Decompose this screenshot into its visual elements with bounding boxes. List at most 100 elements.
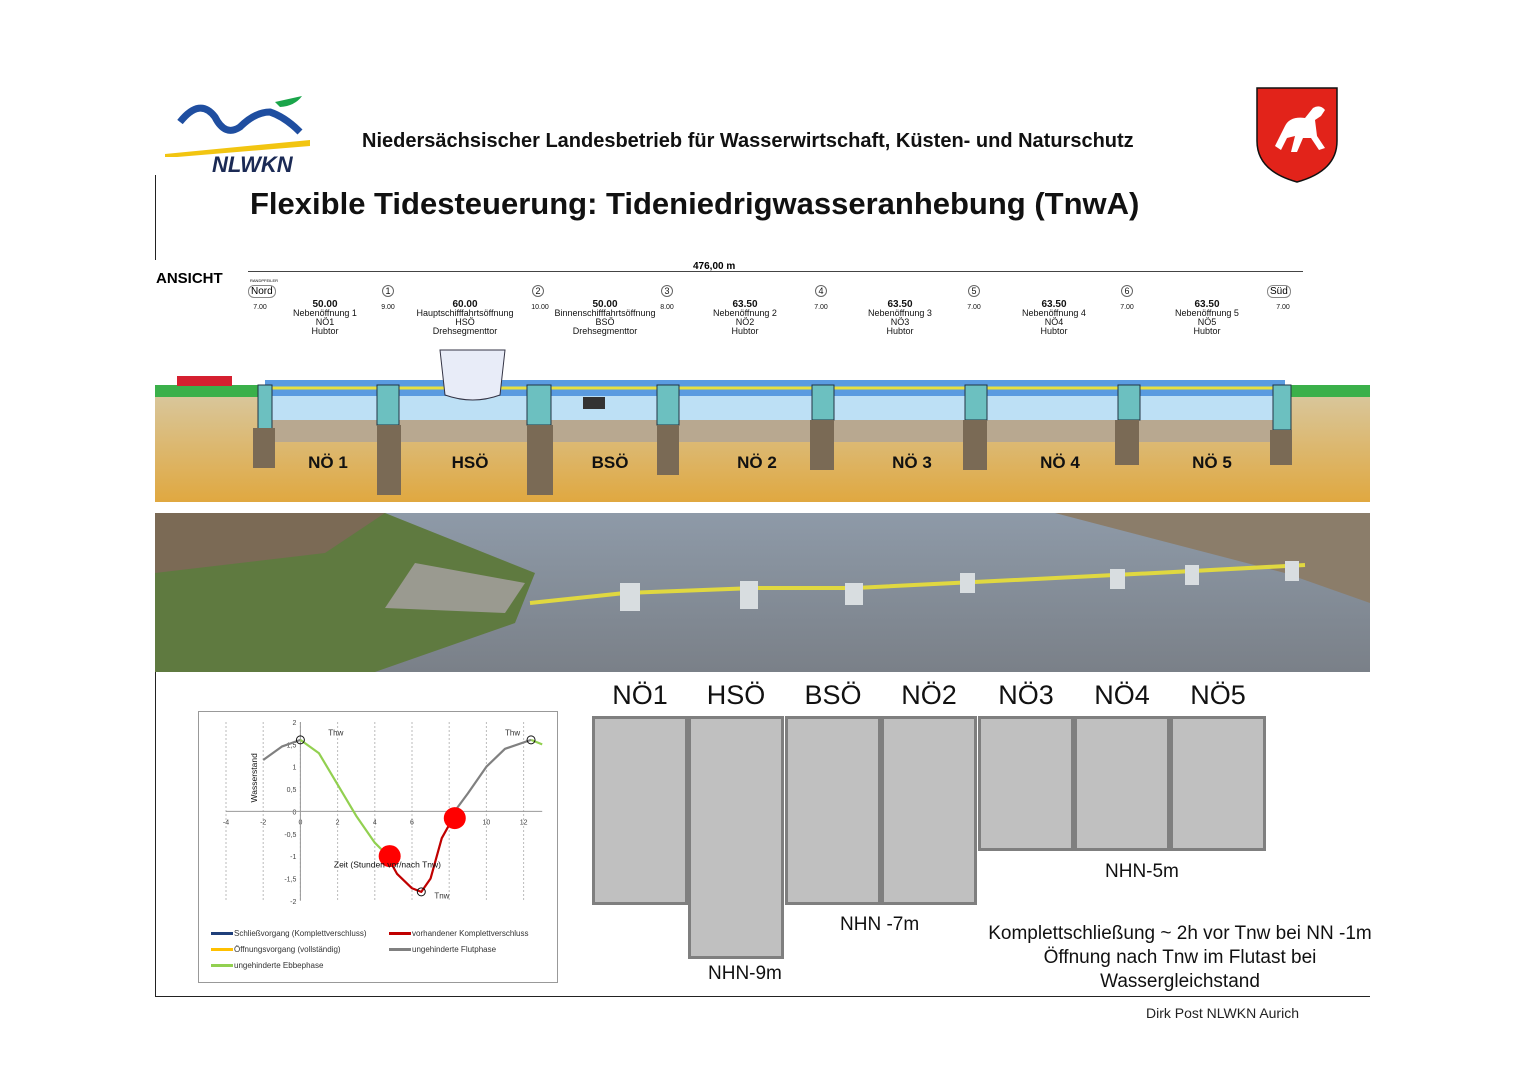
- y-tick-label: 0: [292, 809, 296, 816]
- gate-type: Hubtor: [1193, 326, 1221, 336]
- gate-event-marker: [443, 807, 466, 830]
- gate-type: Drehsegmenttor: [432, 326, 498, 336]
- opening-code: NÖ1: [315, 317, 335, 327]
- gate-depth-label: NÖ5: [1190, 680, 1246, 710]
- pier-number: 2: [532, 285, 544, 297]
- legend-swatch: [389, 932, 411, 936]
- pier-width: 7.00: [253, 304, 267, 311]
- x-tick-label: 4: [373, 819, 377, 826]
- x-tick-label: -4: [223, 819, 229, 826]
- y-tick-label: -0,5: [284, 832, 296, 839]
- gate-depth-label: NÖ4: [1094, 680, 1150, 710]
- legend-item: Schließvorgang (Komplettverschluss): [211, 929, 367, 938]
- opening-code: NÖ4: [1044, 317, 1064, 327]
- gate-depth-label: NÖ1: [612, 680, 668, 710]
- pier-width: 7.00: [967, 304, 981, 311]
- nlwkn-logo: [165, 96, 310, 157]
- chart-annotation: Thw: [505, 728, 520, 737]
- opening-width: 50.00: [592, 299, 618, 310]
- opening-code: HSÖ: [455, 317, 475, 327]
- extremum-marker: [526, 735, 536, 745]
- y-tick-label: 0,5: [287, 787, 297, 794]
- gate-event-marker: [378, 845, 401, 868]
- opening-code: BSÖ: [595, 317, 615, 327]
- y-tick-label: 2: [292, 720, 296, 727]
- pier-number: 5: [968, 285, 980, 297]
- opening-width: 63.50: [1194, 299, 1220, 310]
- opening-name: Binnenschifffahrtsöffnung: [554, 308, 656, 318]
- gate-label: NÖ 5: [1192, 453, 1232, 472]
- depth-bar: [1074, 716, 1170, 851]
- divider: [155, 175, 156, 260]
- gate-depth-label: BSÖ: [804, 680, 862, 710]
- y-tick-label: -1: [290, 854, 296, 861]
- north-label: Nord: [248, 285, 276, 298]
- gate-depth-label: NÖ2: [901, 680, 957, 710]
- south-label: Süd: [1267, 285, 1291, 298]
- tide-chart: -4-20246101221,510,50-0,5-1-1,5-2ThwThwT…: [198, 711, 558, 983]
- opening-name: Nebenöffnung 2: [713, 308, 777, 318]
- gate-type: Hubtor: [311, 326, 339, 336]
- pier-width: 7.00: [814, 304, 828, 311]
- view-label: ANSICHT: [156, 270, 223, 287]
- opening-code: NÖ3: [890, 317, 910, 327]
- gate-type: Drehsegmenttor: [572, 326, 638, 336]
- tide-chart-plot: -4-20246101221,510,50-0,5-1-1,5-2ThwThwT…: [223, 720, 543, 906]
- opening-width: 63.50: [887, 299, 913, 310]
- lower-saxony-coat-of-arms: [1256, 87, 1338, 183]
- chart-annotation: Thw: [328, 728, 343, 737]
- gate-label: NÖ 1: [308, 453, 348, 472]
- legend-swatch: [389, 948, 411, 952]
- depth-label-9: NHN-9m: [708, 963, 782, 984]
- legend-item: ungehinderte Flutphase: [389, 945, 496, 954]
- pier-number: 1: [382, 285, 394, 297]
- footer-divider: [155, 996, 1370, 997]
- pier-width: 9.00: [381, 304, 395, 311]
- depth-bar: [1170, 716, 1266, 851]
- gate-depth-label: HSÖ: [706, 680, 766, 710]
- x-axis-label: Zeit (Stunden vor/nach Tnw): [334, 859, 441, 869]
- extremum-marker: [416, 887, 426, 897]
- aerial-photo: [155, 513, 1370, 672]
- x-tick-label: -2: [260, 819, 266, 826]
- opening-name: Hauptschifffahrtsöffnung: [416, 308, 514, 318]
- gate-label: NÖ 2: [737, 453, 777, 472]
- gate-label: NÖ 4: [1040, 453, 1080, 472]
- pier-width: 7.00: [1276, 304, 1290, 311]
- y-tick-label: -1,5: [284, 876, 296, 883]
- x-tick-label: 12: [520, 819, 528, 826]
- y-tick-label: -2: [290, 899, 296, 906]
- author: Dirk Post NLWKN Aurich: [1146, 1005, 1299, 1021]
- depth-label-5: NHN-5m: [1105, 861, 1179, 882]
- gate-depth-label: NÖ3: [998, 680, 1054, 710]
- legend-swatch: [211, 932, 233, 936]
- opening-width: 60.00: [452, 299, 478, 310]
- x-tick-label: 2: [336, 819, 340, 826]
- dimension-line: [248, 271, 1303, 272]
- divider: [155, 672, 156, 997]
- pier-number: 6: [1121, 285, 1133, 297]
- gate-label: BSÖ: [591, 453, 629, 472]
- organization-name: Niedersächsischer Landesbetrieb für Wass…: [362, 130, 1134, 152]
- opening-name: Nebenöffnung 1: [293, 308, 357, 318]
- depth-bar: [978, 716, 1074, 851]
- note-line: Öffnung nach Tnw im Flutast bei: [1043, 947, 1317, 968]
- pier-width: 10.00: [531, 304, 549, 311]
- closure-note: Komplettschließung ~ 2h vor Tnw bei NN -…: [975, 922, 1385, 994]
- opening-name: Nebenöffnung 3: [868, 308, 932, 318]
- pier-width: 7.00: [1120, 304, 1134, 311]
- legend-label: ungehinderte Flutphase: [412, 945, 497, 954]
- opening-code: NÖ5: [1197, 317, 1217, 327]
- legend-item: vorhandener Komplettverschluss: [389, 929, 529, 938]
- gate-label: NÖ 3: [892, 453, 932, 472]
- series-line: [262, 738, 301, 761]
- total-length: 476,00 m: [693, 261, 736, 272]
- legend-label: vorhandener Komplettverschluss: [412, 929, 529, 938]
- legend-label: Schließvorgang (Komplettverschluss): [234, 929, 367, 938]
